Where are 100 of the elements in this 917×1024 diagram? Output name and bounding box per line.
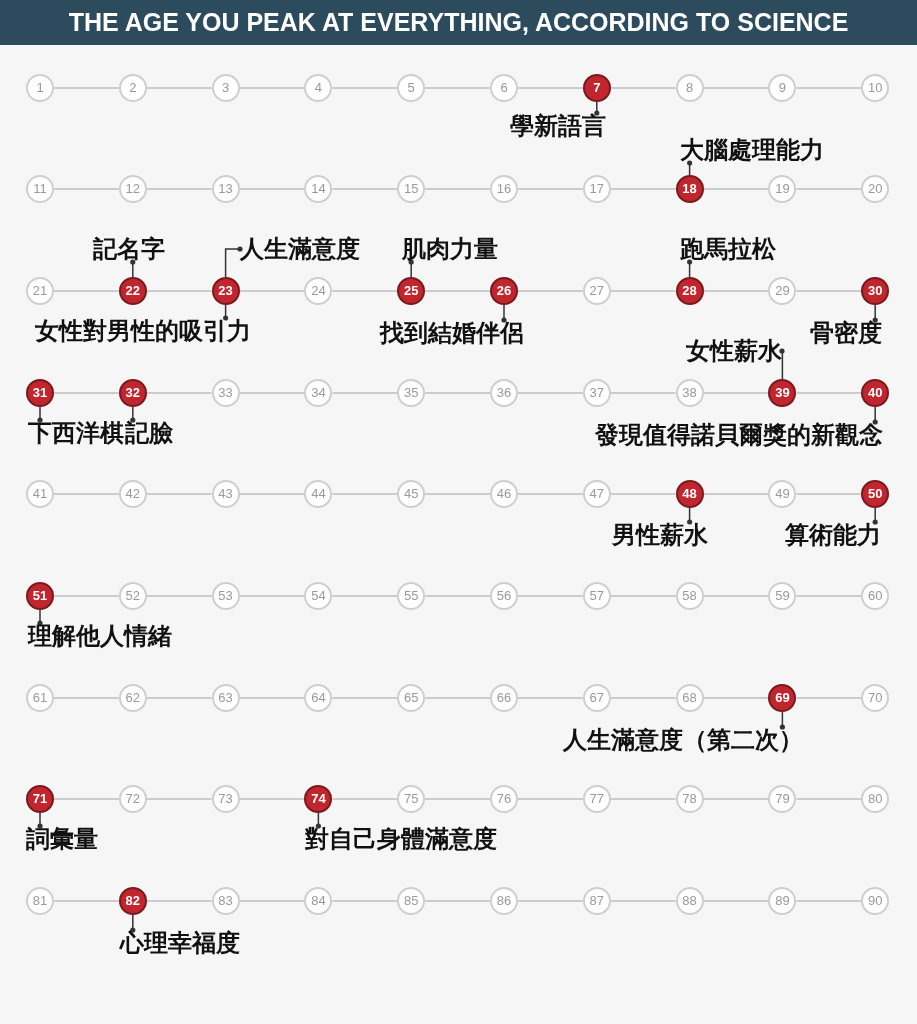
leader-line [872, 304, 878, 323]
leader-line [408, 259, 414, 278]
leader-line [872, 507, 878, 525]
highlighted-age-circle: 71 [26, 785, 54, 813]
highlighted-age-circle: 7 [582, 74, 611, 102]
connector-line [702, 798, 770, 800]
connector-line [424, 697, 491, 699]
age-circle: 46 [490, 480, 518, 508]
connector-line [517, 87, 584, 89]
age-circle: 67 [582, 684, 611, 712]
age-circle: 3 [211, 74, 240, 102]
age-circle: 60 [861, 582, 890, 610]
age-circle: 20 [861, 175, 890, 203]
leader-line [130, 914, 136, 933]
connector-line [702, 697, 770, 699]
leader-line [315, 812, 321, 829]
callout-label: 女性對男性的吸引力 [35, 318, 251, 344]
age-circle: 64 [304, 684, 333, 712]
connector-line [53, 188, 120, 190]
highlighted-age-circle: 82 [118, 887, 147, 915]
leader-line [223, 304, 229, 321]
connector-line [331, 798, 399, 800]
callout-label: 算術能力 [785, 522, 881, 548]
leader-line [687, 160, 693, 176]
highlighted-age-circle: 25 [397, 277, 426, 305]
age-circle: 90 [861, 887, 890, 915]
age-circle: 33 [211, 379, 240, 407]
age-circle: 37 [582, 379, 611, 407]
connector-line [331, 87, 399, 89]
highlighted-age-circle: 39 [768, 379, 797, 407]
age-circle: 8 [675, 74, 704, 102]
connector-line [795, 900, 863, 902]
connector-line [145, 188, 213, 190]
age-circle: 58 [675, 582, 704, 610]
age-circle: 6 [490, 74, 518, 102]
connector-line [424, 188, 491, 190]
age-circle: 35 [397, 379, 426, 407]
age-circle: 79 [768, 785, 797, 813]
age-circle: 55 [397, 582, 426, 610]
age-circle: 29 [768, 277, 797, 305]
connector-line [238, 595, 306, 597]
connector-line [238, 900, 306, 902]
connector-line [517, 392, 584, 394]
connector-line [517, 290, 584, 292]
connector-line [795, 595, 863, 597]
age-circle: 62 [118, 684, 147, 712]
connector-line [795, 493, 863, 495]
connector-line [145, 392, 213, 394]
age-circle: 56 [490, 582, 518, 610]
callout-label: 女性薪水 [686, 338, 782, 364]
age-circle: 75 [397, 785, 426, 813]
connector-line [609, 697, 677, 699]
highlighted-age-circle: 18 [675, 175, 704, 203]
age-circle: 15 [397, 175, 426, 203]
callout-label: 肌肉力量 [402, 236, 498, 262]
age-circle: 66 [490, 684, 518, 712]
callout-label: 發現值得諾貝爾獎的新觀念 [595, 422, 883, 448]
highlighted-age-circle: 32 [118, 379, 147, 407]
callout-label: 學新語言 [510, 113, 606, 139]
age-circle: 34 [304, 379, 333, 407]
callout-label: 記名字 [93, 236, 165, 262]
connector-line [517, 188, 584, 190]
highlighted-age-circle: 51 [26, 582, 54, 610]
connector-line [702, 900, 770, 902]
age-circle: 21 [26, 277, 54, 305]
age-circle: 78 [675, 785, 704, 813]
highlighted-age-circle: 26 [490, 277, 518, 305]
age-circle: 5 [397, 74, 426, 102]
highlighted-age-circle: 23 [211, 277, 240, 305]
callout-label: 心理幸福度 [120, 930, 240, 956]
leader-line [687, 507, 693, 525]
age-circle: 76 [490, 785, 518, 813]
age-circle: 81 [26, 887, 54, 915]
age-circle: 49 [768, 480, 797, 508]
highlighted-age-circle: 30 [861, 277, 890, 305]
connector-line [702, 87, 770, 89]
leader-line [872, 406, 878, 425]
leader-line [130, 259, 136, 278]
age-circle: 11 [26, 175, 54, 203]
title-banner: THE AGE YOU PEAK AT EVERYTHING, ACCORDING TO SCIENCE [0, 0, 917, 45]
age-circle: 52 [118, 582, 147, 610]
connector-line [795, 392, 863, 394]
connector-line [424, 798, 491, 800]
age-circle: 38 [675, 379, 704, 407]
connector-line [53, 798, 120, 800]
connector-line [424, 595, 491, 597]
connector-line [238, 87, 306, 89]
age-circle: 77 [582, 785, 611, 813]
age-circle: 70 [861, 684, 890, 712]
callout-label: 理解他人情緒 [28, 623, 172, 649]
age-circle: 80 [861, 785, 890, 813]
highlighted-age-circle: 50 [861, 480, 890, 508]
callout-label: 詞彙量 [26, 826, 98, 852]
age-circle: 16 [490, 175, 518, 203]
age-circle: 47 [582, 480, 611, 508]
age-circle: 63 [211, 684, 240, 712]
connector-line [53, 87, 120, 89]
highlighted-age-circle: 40 [861, 379, 890, 407]
age-circle: 9 [768, 74, 797, 102]
leader-line [224, 246, 243, 278]
